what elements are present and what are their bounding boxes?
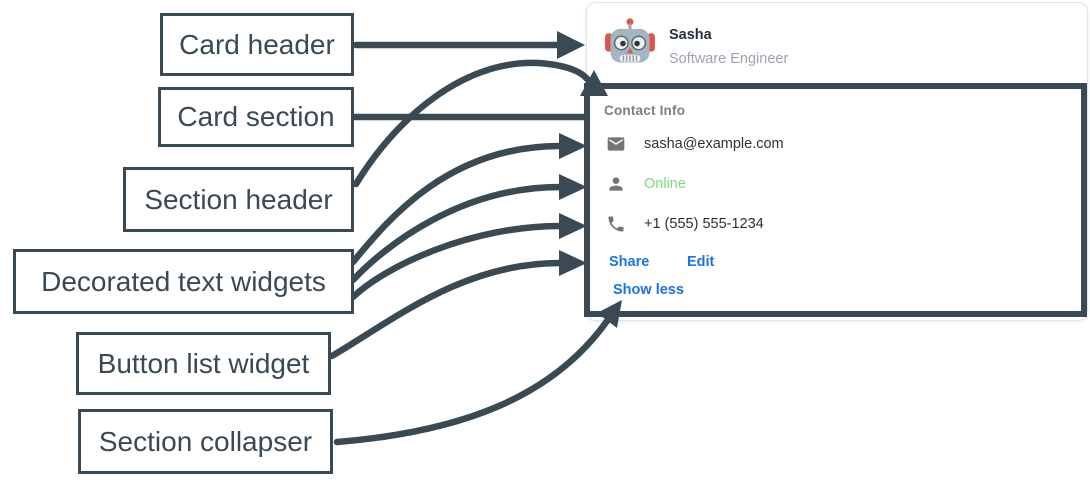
card-section-outline (584, 83, 1087, 317)
annotation-card-header: Card header (160, 13, 354, 76)
profile-name: Sasha (669, 27, 712, 43)
decorated-text-arrow-status (349, 183, 564, 284)
edit-button[interactable]: Edit (687, 254, 715, 270)
annotation-decorated-text-widgets: Decorated text widgets (13, 249, 354, 314)
annotation-section-collapser: Section collapser (78, 409, 333, 474)
decorated-text-arrow-phone (349, 222, 564, 301)
share-button[interactable]: Share (609, 254, 650, 270)
robot-avatar-icon (604, 17, 656, 69)
person-icon (606, 174, 626, 194)
profile-card: Sasha Software Engineer Contact Info sas… (586, 2, 1088, 321)
email-icon (606, 134, 626, 154)
annotation-section-header: Section header (123, 167, 354, 232)
status-text: Online (644, 176, 686, 192)
section-collapser-button[interactable]: Show less (613, 282, 684, 298)
annotation-button-list-widget: Button list widget (76, 332, 331, 395)
phone-icon (606, 214, 626, 234)
section-header-title: Contact Info (604, 103, 686, 118)
email-row: sasha@example.com (606, 134, 784, 154)
section-header-arrow (352, 59, 594, 188)
annotation-section-collapser-label: Section collapser (98, 425, 313, 457)
annotation-section-header-label: Section header (144, 183, 333, 215)
button-list-arrow (328, 259, 564, 360)
phone-row: +1 (555) 555-1234 (606, 214, 764, 234)
email-text: sasha@example.com (644, 136, 784, 152)
annotation-card-header-label: Card header (179, 28, 335, 60)
decorated-text-arrow-email (349, 142, 564, 266)
annotation-card-section: Card section (158, 87, 354, 147)
phone-text: +1 (555) 555-1234 (644, 216, 764, 232)
status-row: Online (606, 174, 686, 194)
section-collapser-arrow (333, 317, 611, 446)
annotation-card-section-label: Card section (177, 101, 335, 132)
profile-subtitle: Software Engineer (669, 51, 789, 67)
annotation-button-list-widget-label: Button list widget (97, 347, 310, 379)
annotation-decorated-text-widgets-label: Decorated text widgets (41, 265, 326, 297)
